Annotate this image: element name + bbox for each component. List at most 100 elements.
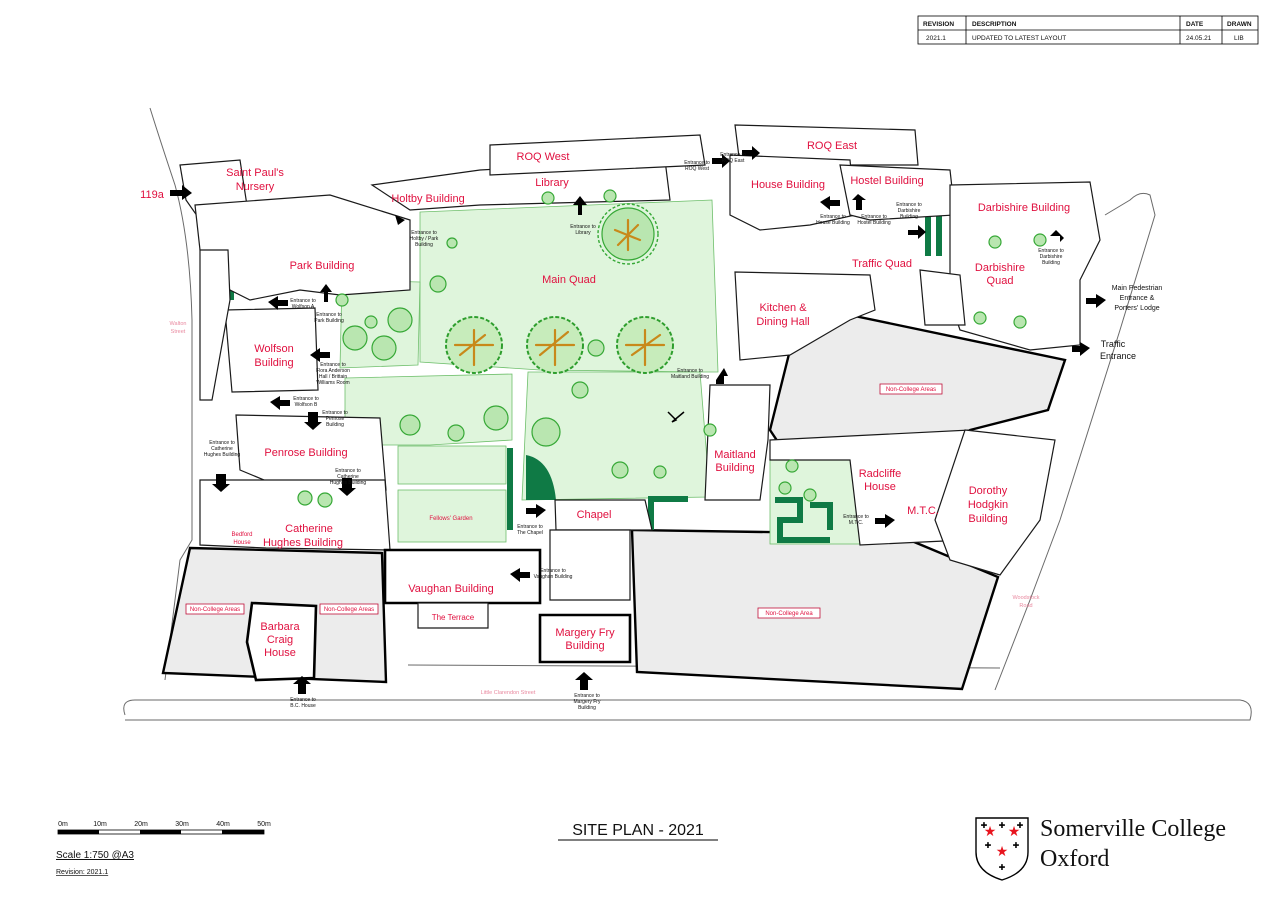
scale-tick-0: 0m [58,821,68,828]
arrow-roq-east-icon [742,146,760,160]
ent-penrose-1: Entrance to [322,410,348,416]
ent-maitland-2: Maitland Building [671,374,709,380]
label-kitchen-1: Kitchen & [759,302,807,314]
arrow-holtby-icon [395,215,405,225]
scale-tick-40: 40m [216,821,230,828]
label-dorothy-2: Hodgkin [968,499,1008,511]
arrow-vaughan-icon [510,568,530,582]
ent-roq-east-2: ROQ East [722,158,745,164]
entrance-texts: Entrance to ROQ West Entrance to ROQ Eas… [204,152,1064,711]
rev-header-drawn: DRAWN [1227,21,1252,28]
arrow-catherine-left-icon [212,474,230,492]
trees [297,189,1047,508]
nca-label-4: Non-College Area [765,611,813,617]
ent-library-1: Entrance to [570,224,596,230]
label-mtc: M.T.C. [907,505,939,517]
label-barbara-1: Barbara [260,621,300,633]
svg-text:✚: ✚ [1017,821,1024,830]
label-kitchen-2: Dining Hall [756,316,809,328]
label-house-building: House Building [751,179,825,191]
barbara-craig-house-footprint [245,601,318,682]
ent-cath-r-1: Entrance to [335,468,361,474]
scale-tick-20: 20m [134,821,148,828]
arrow-traffic-icon [1072,342,1090,356]
ent-flora-4: Williams Room [316,380,349,386]
ent-chapel-1: Entrance to [517,524,543,530]
scale-text: Scale 1:750 @A3 [56,850,134,861]
ent-holtby-1: Entrance to [411,230,437,236]
ent-margery-3: Building [578,705,596,711]
street-walton-2: Street [171,329,186,335]
ent-penrose-2: Penrose [326,416,345,422]
ent-margery-2: Margery Fry [574,699,601,705]
ent-house-2: House Building [816,220,850,226]
ent-park-1: Entrance to [316,312,342,318]
north-arrow-icon [667,411,685,423]
svg-text:★: ★ [984,823,997,839]
label-barbara-2: Craig [267,634,293,646]
ent-darb-quad-1: Entrance to [1038,248,1064,254]
label-radcliffe-2: House [864,481,896,493]
ent-darb-quad-3: Building [1042,260,1060,266]
ent-darb-top-1: Entrance to [896,202,922,208]
ent-vaughan-1: Entrance to [540,568,566,574]
traffic-entrance-2: Entrance [1100,351,1136,361]
label-wolfson-2: Building [254,357,293,369]
arrow-margery-icon [575,672,593,690]
label-bedford-2: House [233,540,251,546]
entrance-arrows [170,146,1106,694]
label-darbishire-quad-2: Quad [987,275,1014,287]
arrow-hostel-icon [852,194,866,210]
ent-cath-l-3: Hughes Building [204,452,241,458]
label-hostel-building: Hostel Building [850,175,923,187]
arrow-roq-west-icon [712,154,730,168]
ent-wolfson-b-2: Wolfson B [295,402,318,408]
ent-cath-l-1: Entrance to [209,440,235,446]
building-labels: Saint Paul's Nursery ROQ West ROQ East L… [226,140,1070,659]
ent-cath-l-2: Catherine [211,446,233,452]
college-name-line2: Oxford [1040,846,1109,872]
label-barbara-3: House [264,647,296,659]
ent-wolfson-b-1: Entrance to [293,396,319,402]
svg-text:★: ★ [996,843,1009,859]
label-catherine-1: Catherine [285,523,333,535]
ent-cath-r-3: Hughes Building [330,480,367,486]
street-little-clarendon: Little Clarendon Street [481,690,536,696]
arrow-wolfson-a-icon [268,296,288,310]
svg-text:✚: ✚ [999,821,1006,830]
ent-bc-2: B.C. House [290,703,316,709]
label-bedford-1: Bedford [231,532,252,538]
building-footprints [179,124,1101,664]
outer-labels: 119a Main Pedestrian Entrance & Porters'… [140,189,1162,696]
arrow-penrose-icon [304,412,322,430]
ent-flora-2: Flora Anderson [316,368,350,374]
ent-darb-top-3: Building [900,214,918,220]
arrow-flora-icon [310,348,330,362]
scale-tick-30: 30m [175,821,189,828]
street-woodstock-2: Road [1019,603,1032,609]
label-library: Library [535,177,569,189]
label-traffic-quad: Traffic Quad [852,258,912,270]
ent-maitland-1: Entrance to [677,368,703,374]
label-vaughan: Vaughan Building [408,583,493,595]
label-radcliffe-1: Radcliffe [859,468,902,480]
ent-roq-east-1: Entrance to [720,152,746,158]
arrow-darbishire-icon [908,225,926,239]
ent-darb-top-2: Darbishire [898,208,921,214]
arrow-bc-house-icon [293,676,311,694]
street-woodstock-1: Woodstock [1012,595,1039,601]
ent-flora-3: Hall / Brittain [319,374,348,380]
label-maitland-1: Maitland [714,449,756,461]
ent-house-1: Entrance to [820,214,846,220]
college-crest-icon: ★ ★ ★ ✚ ✚ ✚ ✚ ✚ ✚ [975,817,1029,881]
arrow-darbishire-quad-icon [1050,230,1064,242]
svg-text:★: ★ [1008,823,1021,839]
label-chapel: Chapel [577,509,612,521]
nca-label-2: Non-College Areas [324,607,374,613]
rev-header-revision: REVISION [923,21,954,28]
ent-park-2: Park Building [314,318,344,324]
scale-tick-10: 10m [93,821,107,828]
label-park-building: Park Building [290,260,355,272]
label-margery-2: Building [565,640,604,652]
ent-wolfson-a-2: Wolfson A [292,304,315,310]
